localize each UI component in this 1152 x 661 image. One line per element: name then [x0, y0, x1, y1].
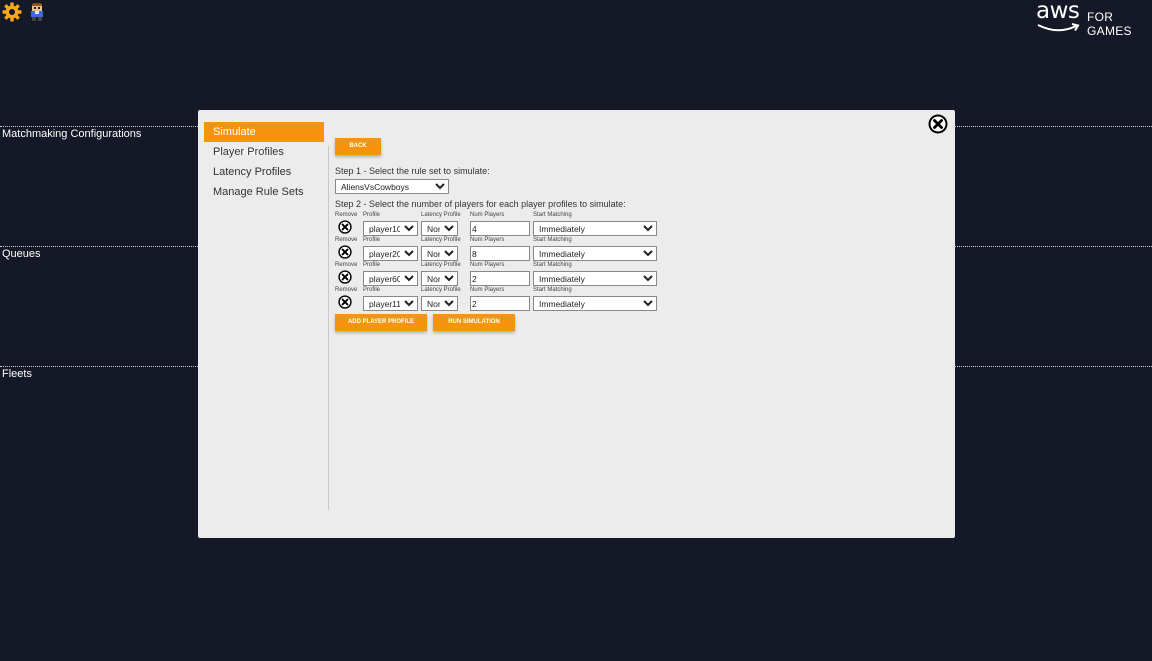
step2-label: Step 2 - Select the number of players fo…: [335, 199, 626, 209]
start-matching-select[interactable]: Immediately: [533, 271, 657, 286]
start-matching-select[interactable]: Immediately: [533, 221, 657, 236]
profile-select[interactable]: player110: [363, 296, 418, 311]
latency-select[interactable]: None: [421, 221, 458, 236]
section-matchmaking-configurations[interactable]: Matchmaking Configurations: [2, 128, 142, 140]
remove-label: Remove: [335, 212, 358, 218]
num-players-input[interactable]: [470, 221, 530, 236]
player-profile-row: Remove Profile Latency Profile Num Playe…: [335, 237, 665, 263]
latency-select[interactable]: None: [421, 246, 458, 261]
step1-label: Step 1 - Select the rule set to simulate…: [335, 166, 490, 176]
num-players-label: Num Players: [470, 212, 505, 218]
num-players-input[interactable]: [470, 296, 530, 311]
run-simulation-button[interactable]: RUN SIMULATION: [433, 314, 515, 331]
section-queues[interactable]: Queues: [2, 248, 41, 260]
pixel-avatar-icon[interactable]: [27, 2, 47, 22]
num-players-input[interactable]: [470, 246, 530, 261]
remove-icon[interactable]: [338, 220, 352, 234]
profile-label: Profile: [363, 237, 381, 243]
profile-select[interactable]: player10: [363, 221, 418, 236]
menu-simulate-matchmaking[interactable]: Simulate Matchmaking: [204, 122, 324, 158]
num-players-label: Num Players: [470, 287, 505, 293]
remove-label: Remove: [335, 237, 358, 243]
player-profile-row: Remove Profile Latency Profile Num Playe…: [335, 287, 665, 313]
section-fleets[interactable]: Fleets: [2, 368, 32, 380]
remove-label: Remove: [335, 262, 358, 268]
remove-icon[interactable]: [338, 245, 352, 259]
profile-label: Profile: [363, 262, 381, 268]
menu-manage-rule-sets[interactable]: Manage Rule Sets: [213, 186, 304, 198]
close-icon[interactable]: [928, 114, 948, 134]
player-profile-row: Remove Profile Latency Profile Num Playe…: [335, 262, 665, 288]
num-players-label: Num Players: [470, 262, 505, 268]
latency-label: Latency Profile: [421, 237, 461, 243]
start-matching-select[interactable]: Immediately: [533, 296, 657, 311]
aws-wordmark: aws: [1036, 0, 1080, 24]
profile-label: Profile: [363, 212, 381, 218]
simulate-panel: BACK Step 1 - Select the rule set to sim…: [335, 110, 935, 530]
add-player-profile-button[interactable]: ADD PLAYER PROFILE: [335, 314, 427, 331]
start-matching-label: Start Matching: [533, 212, 572, 218]
start-matching-label: Start Matching: [533, 262, 572, 268]
menu-latency-profiles[interactable]: Latency Profiles: [213, 166, 292, 178]
num-players-label: Num Players: [470, 237, 505, 243]
start-matching-label: Start Matching: [533, 237, 572, 243]
menu-divider: [328, 146, 329, 510]
remove-icon[interactable]: [338, 295, 352, 309]
num-players-input[interactable]: [470, 271, 530, 286]
latency-label: Latency Profile: [421, 287, 461, 293]
profile-select[interactable]: player60: [363, 271, 418, 286]
gear-icon[interactable]: [2, 2, 22, 22]
profile-select[interactable]: player20: [363, 246, 418, 261]
player-profile-row: Remove Profile Latency Profile Num Playe…: [335, 212, 665, 238]
aws-for-games-logo: aws FOR GAMES: [1034, 0, 1152, 38]
back-button[interactable]: BACK: [335, 138, 381, 155]
latency-label: Latency Profile: [421, 212, 461, 218]
modal-menu: Simulate Matchmaking Player Profiles Lat…: [204, 122, 324, 202]
start-matching-label: Start Matching: [533, 287, 572, 293]
flexmatch-modal: Simulate Matchmaking Player Profiles Lat…: [198, 110, 955, 538]
start-matching-select[interactable]: Immediately: [533, 246, 657, 261]
ruleset-select[interactable]: AliensVsCowboys: [335, 179, 449, 194]
remove-label: Remove: [335, 287, 358, 293]
latency-select[interactable]: None: [421, 271, 458, 286]
aws-smile-icon: [1037, 23, 1080, 32]
remove-icon[interactable]: [338, 270, 352, 284]
profile-label: Profile: [363, 287, 381, 293]
for-games-text: FOR GAMES: [1087, 10, 1132, 38]
latency-select[interactable]: None: [421, 296, 458, 311]
menu-player-profiles[interactable]: Player Profiles: [213, 146, 284, 158]
latency-label: Latency Profile: [421, 262, 461, 268]
